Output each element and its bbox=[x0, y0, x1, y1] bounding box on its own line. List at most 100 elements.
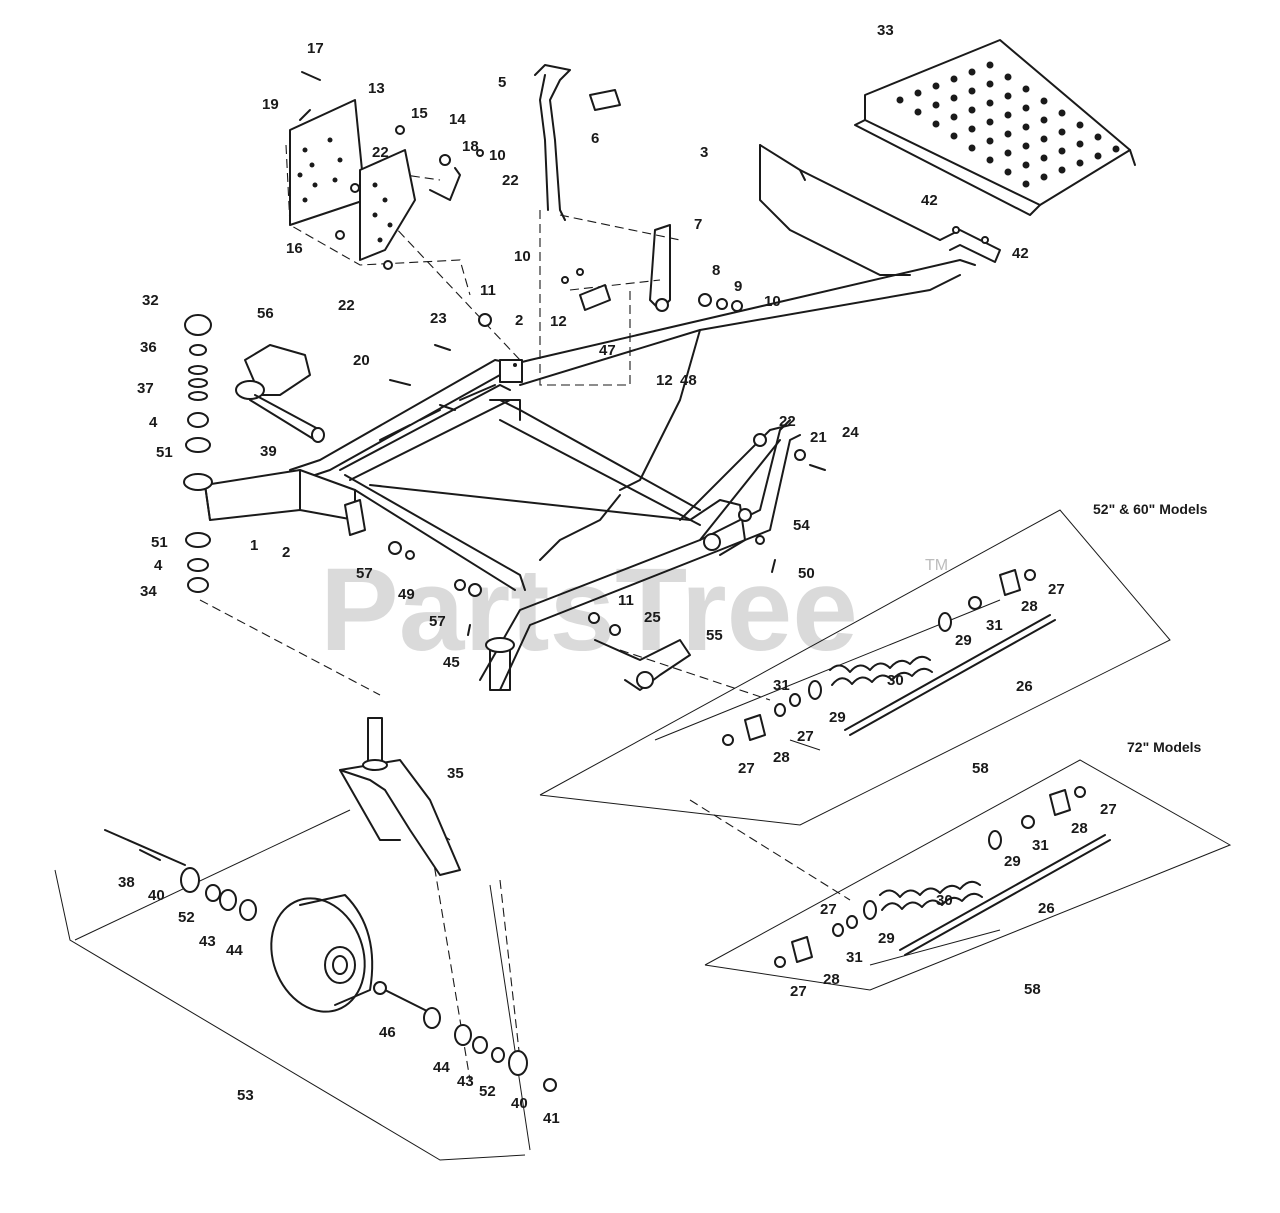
watermark-trademark: TM bbox=[925, 557, 948, 574]
callout: 25 bbox=[644, 609, 661, 626]
callout: 26 bbox=[1016, 678, 1033, 695]
callout: 50 bbox=[798, 565, 815, 582]
bracket-42 bbox=[939, 226, 1001, 263]
callout: 52 bbox=[178, 909, 195, 926]
watermark: PartsTree bbox=[320, 544, 858, 676]
hardware bbox=[299, 71, 826, 691]
callout: 29 bbox=[1004, 853, 1021, 870]
callout: 47 bbox=[599, 342, 616, 359]
callout: 9 bbox=[734, 278, 742, 295]
callout: 7 bbox=[694, 216, 702, 233]
callout: 20 bbox=[353, 352, 370, 369]
wheel-hardware bbox=[104, 829, 557, 1092]
callout: 48 bbox=[680, 372, 697, 389]
callout: 57 bbox=[356, 565, 373, 582]
callout: 10 bbox=[514, 248, 531, 265]
callout: 51 bbox=[151, 534, 168, 551]
callout: 29 bbox=[955, 632, 972, 649]
callout: 26 bbox=[1038, 900, 1055, 917]
callout: 57 bbox=[429, 613, 446, 630]
caster-wheel bbox=[270, 894, 374, 1013]
callout: 28 bbox=[1071, 820, 1088, 837]
callout: 10 bbox=[764, 293, 781, 310]
callout: 12 bbox=[550, 313, 567, 330]
callout: 27 bbox=[797, 728, 814, 745]
callout: 18 bbox=[462, 138, 479, 155]
callout: 53 bbox=[237, 1087, 254, 1104]
caster-stack bbox=[183, 314, 515, 691]
callout: 17 bbox=[307, 40, 324, 57]
callout: 40 bbox=[148, 887, 165, 904]
callout: 31 bbox=[1032, 837, 1049, 854]
callout: 51 bbox=[156, 444, 173, 461]
callout: 42 bbox=[1012, 245, 1029, 262]
callout: 27 bbox=[820, 901, 837, 918]
callout: 14 bbox=[449, 111, 466, 128]
callout: 52 bbox=[479, 1083, 496, 1100]
callout: 54 bbox=[793, 517, 810, 534]
callout: 28 bbox=[773, 749, 790, 766]
callout: 58 bbox=[972, 760, 989, 777]
callout: 37 bbox=[137, 380, 154, 397]
callout: 31 bbox=[986, 617, 1003, 634]
callout: 31 bbox=[773, 677, 790, 694]
callout: 19 bbox=[262, 96, 279, 113]
callout: 28 bbox=[823, 971, 840, 988]
callout: 2 bbox=[282, 544, 290, 561]
callout: 45 bbox=[443, 654, 460, 671]
callout: 22 bbox=[779, 413, 796, 430]
callout: 12 bbox=[656, 372, 673, 389]
callout: 38 bbox=[118, 874, 135, 891]
callout: 27 bbox=[1100, 801, 1117, 818]
callout: 36 bbox=[140, 339, 157, 356]
callout: 56 bbox=[257, 305, 274, 322]
callout: 22 bbox=[338, 297, 355, 314]
callout: 28 bbox=[1021, 598, 1038, 615]
callout: 58 bbox=[1024, 981, 1041, 998]
callout: 43 bbox=[457, 1073, 474, 1090]
callout: 23 bbox=[430, 310, 447, 327]
callout: 6 bbox=[591, 130, 599, 147]
callout: 31 bbox=[846, 949, 863, 966]
callout: 10 bbox=[489, 147, 506, 164]
callout: 16 bbox=[286, 240, 303, 257]
callout: 15 bbox=[411, 105, 428, 122]
callout: 35 bbox=[447, 765, 464, 782]
callout: 55 bbox=[706, 627, 723, 644]
front-axle bbox=[204, 469, 366, 536]
callout: 44 bbox=[433, 1059, 450, 1076]
callout: 44 bbox=[226, 942, 243, 959]
callout: 4 bbox=[154, 557, 163, 574]
callout: 1 bbox=[250, 537, 258, 554]
callout: 30 bbox=[887, 672, 904, 689]
callout: 8 bbox=[712, 262, 720, 279]
callout: 22 bbox=[502, 172, 519, 189]
note-52-60-models: 52" & 60" Models bbox=[1093, 501, 1208, 517]
callout: 29 bbox=[878, 930, 895, 947]
spring-assembly-52-60 bbox=[722, 569, 1056, 746]
spring-assembly-72 bbox=[774, 786, 1111, 968]
callout: 39 bbox=[260, 443, 277, 460]
callout: 32 bbox=[142, 292, 159, 309]
callout: 13 bbox=[368, 80, 385, 97]
seat-bracket-plates bbox=[289, 99, 416, 261]
callout: 11 bbox=[618, 592, 634, 609]
callout: 24 bbox=[842, 424, 859, 441]
bracket-56 bbox=[235, 344, 325, 443]
callout: 46 bbox=[379, 1024, 396, 1041]
callout: 22 bbox=[372, 144, 389, 161]
callout: 27 bbox=[1048, 581, 1065, 598]
callout: 4 bbox=[149, 414, 158, 431]
callouts: 17 13 19 15 14 22 18 10 22 16 22 5 6 3 3… bbox=[118, 22, 1117, 1127]
callout: 11 bbox=[480, 282, 496, 299]
callout: 33 bbox=[877, 22, 894, 39]
callout: 2 bbox=[515, 312, 523, 329]
callout: 29 bbox=[829, 709, 846, 726]
caster-fork bbox=[339, 717, 461, 876]
callout: 42 bbox=[921, 192, 938, 209]
callout: 41 bbox=[543, 1110, 560, 1127]
note-72-models: 72" Models bbox=[1127, 739, 1202, 755]
callout: 21 bbox=[810, 429, 827, 446]
callout: 34 bbox=[140, 583, 157, 600]
